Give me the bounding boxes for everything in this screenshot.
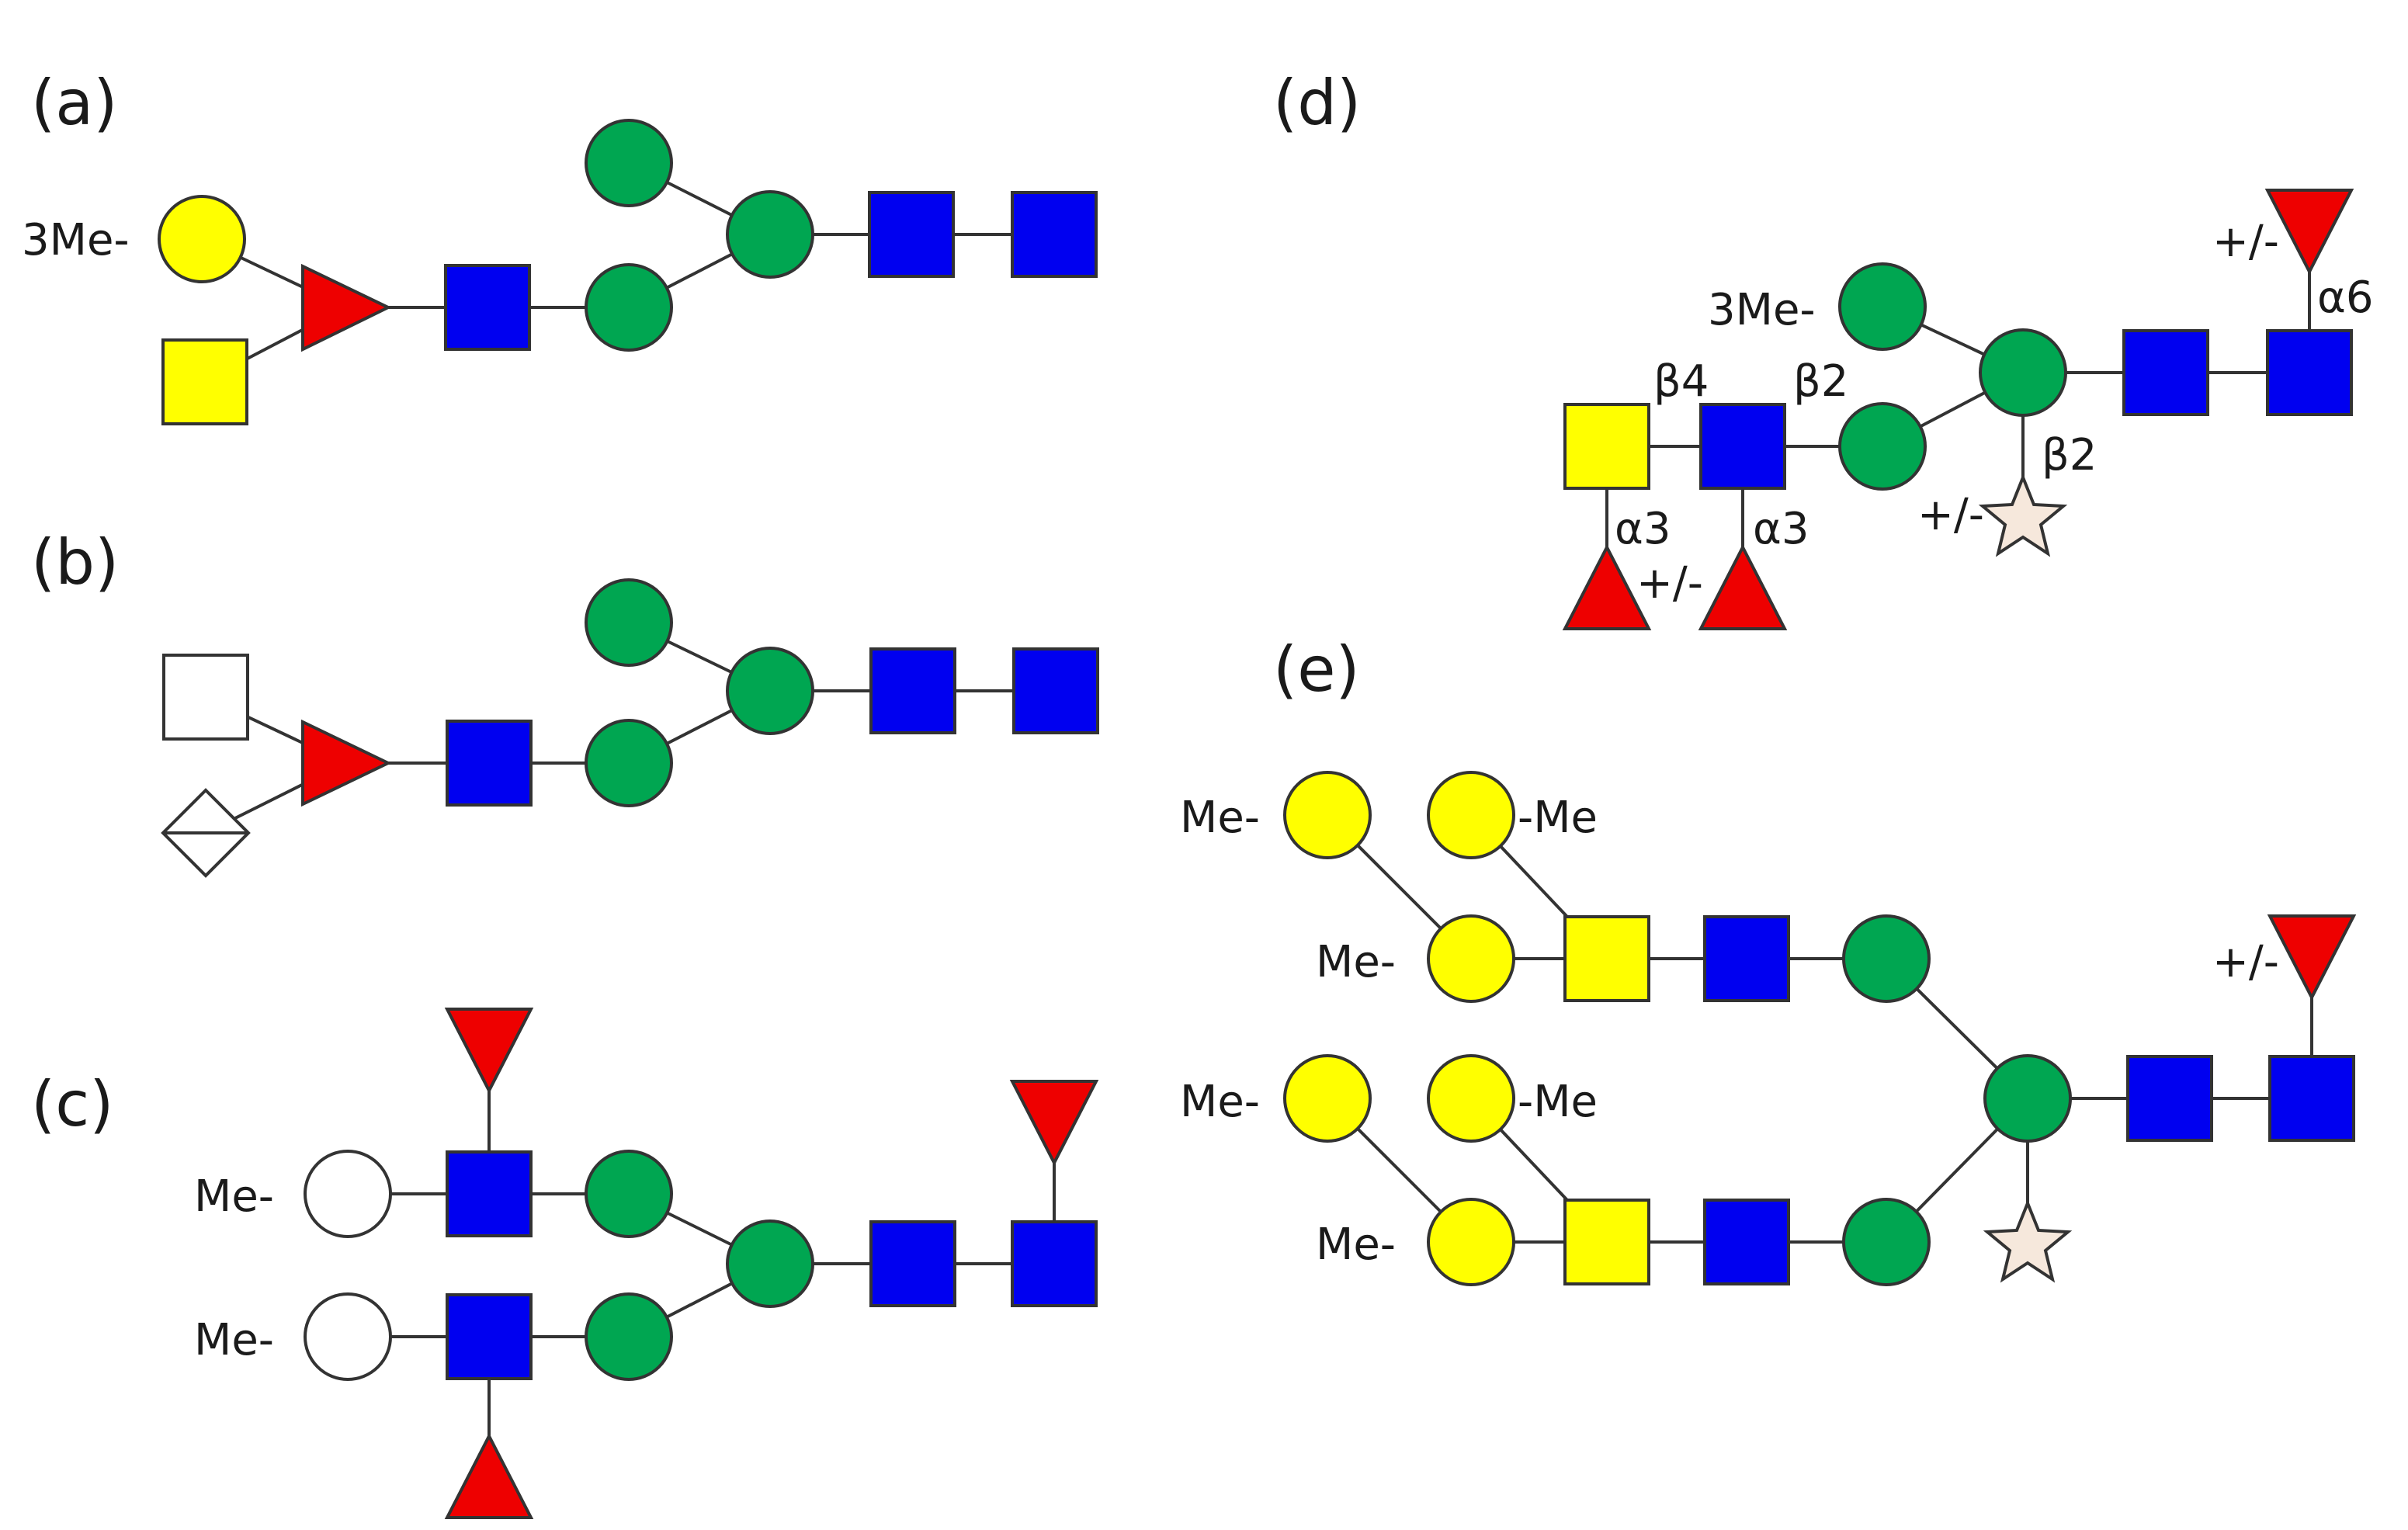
galactose-circle (1283, 771, 1372, 859)
panel-d: (d) 3Me- β4 β2 β2 α3 α3 α6 +/- +/- (1273, 67, 2374, 630)
fucose-triangle (301, 263, 392, 352)
mannose-circle (585, 578, 673, 667)
glcnac-square (446, 1150, 533, 1237)
linkage-label: β4 (1653, 356, 1709, 407)
galnac-square (1563, 403, 1650, 490)
mannose-circle (585, 1292, 673, 1381)
glcnac-square (2126, 1055, 2213, 1142)
optional-marker-label: +/- (2212, 217, 2279, 267)
fucose-triangle-down (2267, 914, 2357, 1001)
mannose-circle (1838, 262, 1927, 351)
fucose-triangle-down (2264, 189, 2354, 276)
methyl-modification-label: -Me (1518, 1077, 1598, 1127)
linkage-label: α6 (2317, 272, 2374, 323)
glcnac-square (2266, 329, 2353, 416)
fucose-triangle-down (444, 1008, 534, 1095)
glcnac-square (1703, 1199, 1790, 1285)
galactose-circle (1427, 914, 1515, 1003)
mannose-circle (585, 119, 673, 207)
panel-label-e: (e) (1273, 633, 1360, 706)
fucose-triangle-down (1009, 1080, 1099, 1167)
glcnac-square (2122, 329, 2209, 416)
glcnac-square (444, 264, 531, 351)
galactose-circle (158, 195, 246, 283)
mannose-circle (585, 1150, 673, 1238)
panel-label-c: (c) (31, 1068, 113, 1140)
panel-a: (a) 3Me- (22, 67, 1098, 425)
xylose-star (1978, 473, 2068, 557)
galnac-square (1563, 915, 1650, 1002)
panel-c: (c) Me- Me- (31, 1008, 1099, 1519)
methyl-modification-label: Me- (1180, 793, 1260, 843)
panel-e-bonds (1326, 814, 2313, 1244)
galactose-circle (1427, 1054, 1515, 1143)
glcnac-square (869, 1220, 956, 1307)
mannose-circle (1842, 1198, 1931, 1286)
linkage-label: β2 (1793, 356, 1848, 407)
mannose-circle (585, 263, 673, 352)
glcnac-square (2268, 1055, 2355, 1142)
glcnac-square (869, 647, 956, 734)
mannose-circle (726, 190, 814, 279)
methyl-modification-label: Me- (194, 1171, 274, 1222)
galactose-circle (1283, 1054, 1372, 1143)
galnac-square (161, 338, 248, 425)
fucose-triangle (301, 719, 392, 807)
methyl-modification-label: Me- (1316, 937, 1396, 987)
mannose-circle (1979, 328, 2067, 417)
glcnac-square (1699, 403, 1786, 490)
xylose-star (1983, 1199, 2073, 1283)
optional-marker-label: +/- (1917, 490, 1984, 540)
linkage-label: α3 (1615, 504, 1671, 554)
fucose-triangle-up (444, 1432, 534, 1519)
galactose-circle (1427, 1198, 1515, 1286)
mannose-circle (1838, 402, 1927, 491)
glcnac-square (1011, 1220, 1098, 1307)
hexose-white-square (162, 654, 249, 741)
galnac-square (1563, 1199, 1650, 1285)
methyl-modification-label: 3Me- (1708, 285, 1816, 335)
panel-label-a: (a) (31, 67, 117, 139)
mannose-circle (726, 647, 814, 735)
panel-label-d: (d) (1273, 67, 1361, 139)
white-circle (304, 1292, 392, 1381)
methyl-modification-label: Me- (1180, 1077, 1260, 1127)
fucose-triangle-up (1562, 543, 1652, 630)
glcnac-square (1012, 647, 1099, 734)
optional-marker-label: +/- (2212, 937, 2279, 987)
panel-label-b: (b) (31, 526, 119, 598)
galactose-circle (1427, 771, 1515, 859)
methyl-modification-label: Me- (194, 1315, 274, 1365)
linkage-label: α3 (1753, 504, 1809, 554)
optional-marker-label: +/- (1636, 558, 1703, 609)
linkage-label: β2 (2042, 430, 2097, 481)
methyl-modification-label: Me- (1316, 1219, 1396, 1270)
white-circle (304, 1150, 392, 1238)
mannose-circle (585, 719, 673, 807)
glcnac-square (868, 191, 955, 278)
panel-e: (e) Me- -Me Me- Me- -Me Me- (1180, 633, 2357, 1286)
methyl-modification-label: 3Me- (22, 215, 130, 265)
mannose-circle (726, 1219, 814, 1308)
fucose-triangle-up (1698, 543, 1788, 630)
glcnac-square (1703, 915, 1790, 1002)
glcnac-square (446, 720, 533, 807)
methyl-modification-label: -Me (1518, 793, 1598, 843)
glcnac-square (446, 1293, 533, 1380)
mannose-circle (1842, 914, 1931, 1003)
panel-b: (b) (31, 526, 1099, 878)
mannose-circle (1983, 1054, 2072, 1143)
glcnac-square (1011, 191, 1098, 278)
